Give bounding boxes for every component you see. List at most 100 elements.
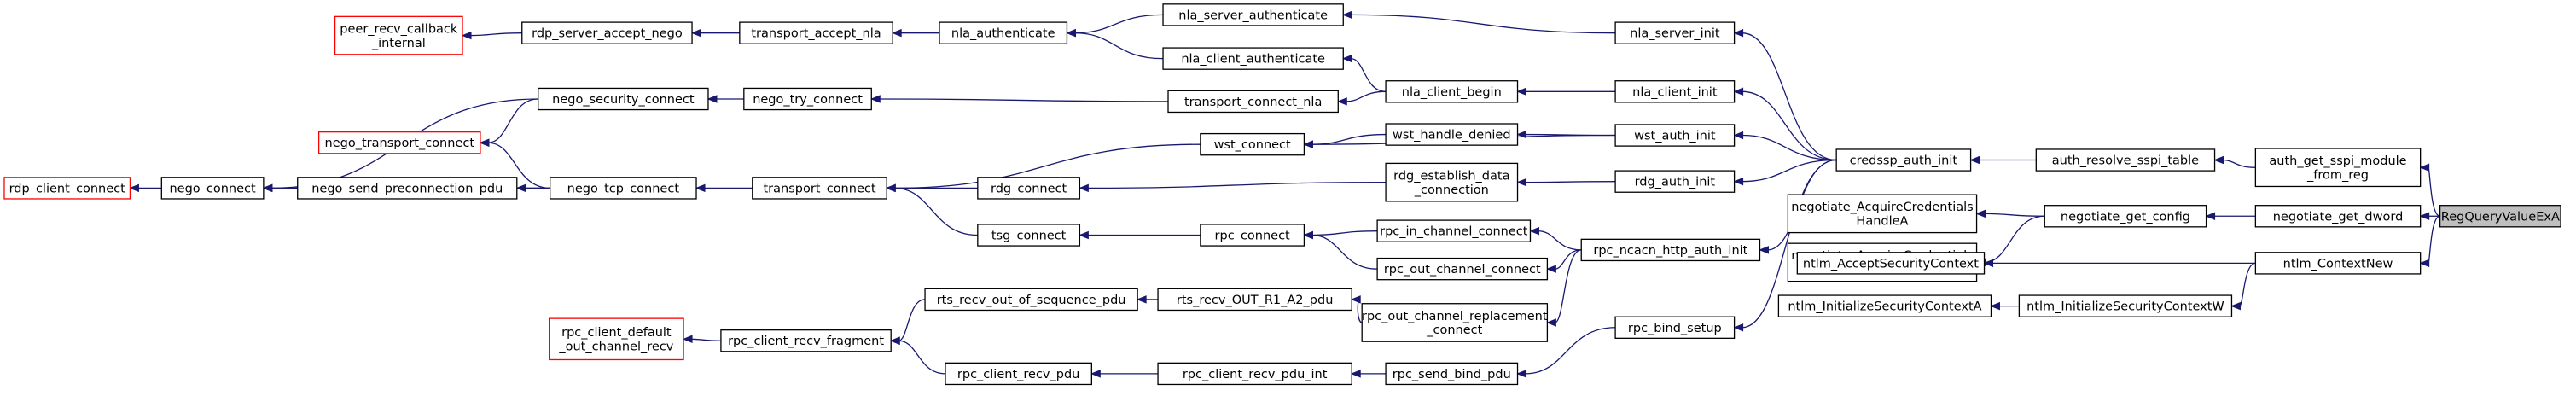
node-box[interactable] bbox=[1167, 90, 1339, 114]
node-box[interactable] bbox=[2254, 205, 2422, 228]
node-box[interactable] bbox=[1361, 303, 1549, 342]
node-transport_connect_nla[interactable]: transport_connect_nla bbox=[1167, 90, 1339, 114]
node-auth_get_sspi_module_from_reg[interactable]: auth_get_sspi_module_from_reg bbox=[2254, 148, 2422, 188]
node-nego_send_preconnection_pdu[interactable]: nego_send_preconnection_pdu bbox=[297, 177, 518, 200]
node-auth_resolve_sspi_table[interactable]: auth_resolve_sspi_table bbox=[2035, 148, 2216, 172]
node-box[interactable] bbox=[1385, 123, 1519, 146]
node-box[interactable] bbox=[2439, 205, 2561, 228]
node-nla_client_begin[interactable]: nla_client_begin bbox=[1385, 80, 1519, 103]
node-box[interactable] bbox=[2254, 252, 2422, 275]
node-box[interactable] bbox=[1376, 219, 1532, 242]
node-nego_tcp_connect[interactable]: nego_tcp_connect bbox=[550, 177, 697, 200]
node-ntlm_ContextNew[interactable]: ntlm_ContextNew bbox=[2254, 252, 2422, 275]
node-box[interactable] bbox=[1385, 362, 1519, 386]
node-box[interactable] bbox=[1580, 238, 1761, 262]
node-nla_client_authenticate[interactable]: nla_client_authenticate bbox=[1162, 47, 1344, 70]
node-wst_connect[interactable]: wst_connect bbox=[1200, 132, 1305, 156]
node-rts_recv_OUT_R1_A2_pdu[interactable]: rts_recv_OUT_R1_A2_pdu bbox=[1157, 288, 1352, 312]
node-box[interactable] bbox=[1835, 148, 1972, 172]
node-rts_recv_out_of_sequence_pdu[interactable]: rts_recv_out_of_sequence_pdu bbox=[924, 288, 1138, 312]
node-box[interactable] bbox=[924, 288, 1138, 312]
node-box[interactable] bbox=[549, 317, 684, 361]
node-credssp_auth_init[interactable]: credssp_auth_init bbox=[1835, 148, 1972, 172]
node-ntlm_AcceptSecurityContext[interactable]: ntlm_AcceptSecurityContext bbox=[1796, 252, 1986, 275]
node-nla_client_init[interactable]: nla_client_init bbox=[1614, 80, 1736, 103]
node-label: HandleA bbox=[1856, 215, 1908, 229]
node-rpc_ncacn_http_auth_init[interactable]: rpc_ncacn_http_auth_init bbox=[1580, 238, 1761, 262]
node-box[interactable] bbox=[1614, 21, 1736, 44]
node-box[interactable] bbox=[1385, 80, 1519, 103]
node-nego_connect[interactable]: nego_connect bbox=[160, 177, 265, 200]
node-box[interactable] bbox=[1162, 3, 1344, 26]
node-box[interactable] bbox=[1385, 162, 1519, 202]
node-negotiate_get_config[interactable]: negotiate_get_config bbox=[2044, 205, 2207, 228]
node-box[interactable] bbox=[160, 177, 265, 200]
node-box[interactable] bbox=[1614, 124, 1736, 147]
node-rdp_server_accept_nego[interactable]: rdp_server_accept_nego bbox=[521, 21, 693, 44]
node-box[interactable] bbox=[939, 21, 1068, 44]
node-transport_connect[interactable]: transport_connect bbox=[752, 177, 887, 200]
node-tsg_connect[interactable]: tsg_connect bbox=[977, 224, 1081, 247]
node-rdg_connect[interactable]: rdg_connect bbox=[977, 177, 1081, 200]
node-negotiate_get_dword[interactable]: negotiate_get_dword bbox=[2254, 205, 2422, 228]
node-box[interactable] bbox=[317, 131, 481, 154]
node-ntlm_InitializeSecurityContextA[interactable]: ntlm_InitializeSecurityContextA bbox=[1777, 294, 1992, 317]
node-rdg_auth_init[interactable]: rdg_auth_init bbox=[1614, 170, 1736, 193]
node-box[interactable] bbox=[1157, 362, 1352, 386]
node-box[interactable] bbox=[1614, 170, 1736, 193]
node-nla_authenticate[interactable]: nla_authenticate bbox=[939, 21, 1068, 44]
node-box[interactable] bbox=[739, 21, 893, 44]
node-rpc_client_recv_fragment[interactable]: rpc_client_recv_fragment bbox=[720, 329, 892, 352]
node-wst_handle_denied[interactable]: wst_handle_denied bbox=[1385, 123, 1519, 146]
node-box[interactable] bbox=[1777, 294, 1992, 317]
node-box[interactable] bbox=[521, 21, 693, 44]
node-box[interactable] bbox=[3, 177, 131, 200]
node-box[interactable] bbox=[1787, 194, 1978, 234]
node-rpc_client_recv_pdu_int[interactable]: rpc_client_recv_pdu_int bbox=[1157, 362, 1352, 386]
node-nla_server_authenticate[interactable]: nla_server_authenticate bbox=[1162, 3, 1344, 26]
node-box[interactable] bbox=[743, 87, 872, 111]
node-rpc_connect[interactable]: rpc_connect bbox=[1200, 224, 1305, 247]
node-box[interactable] bbox=[1157, 288, 1352, 312]
node-rdg_establish_data_connection[interactable]: rdg_establish_data_connection bbox=[1385, 162, 1519, 202]
node-box[interactable] bbox=[550, 177, 697, 200]
node-box[interactable] bbox=[2018, 294, 2233, 317]
node-RegQueryValueExA[interactable]: RegQueryValueExA bbox=[2439, 205, 2561, 228]
node-box[interactable] bbox=[977, 177, 1081, 200]
node-rpc_send_bind_pdu[interactable]: rpc_send_bind_pdu bbox=[1385, 362, 1519, 386]
node-box[interactable] bbox=[977, 224, 1081, 247]
node-nego_try_connect[interactable]: nego_try_connect bbox=[743, 87, 872, 111]
node-box[interactable] bbox=[1162, 47, 1344, 70]
node-rpc_client_default_out_channel_recv[interactable]: rpc_client_default_out_channel_recv bbox=[549, 317, 684, 361]
node-box[interactable] bbox=[334, 15, 463, 55]
node-box[interactable] bbox=[297, 177, 518, 200]
node-nla_server_init[interactable]: nla_server_init bbox=[1614, 21, 1736, 44]
node-box[interactable] bbox=[2035, 148, 2216, 172]
edge-rpc_ncacn_http_auth_init-to-rpc_out_channel_replacement_connect bbox=[1546, 249, 1582, 327]
node-rdp_client_connect[interactable]: rdp_client_connect bbox=[3, 177, 131, 200]
node-box[interactable] bbox=[2044, 205, 2207, 228]
node-rpc_out_channel_replacement_connect[interactable]: rpc_out_channel_replacement_connect bbox=[1361, 303, 1549, 342]
node-box[interactable] bbox=[752, 177, 887, 200]
node-box[interactable] bbox=[1200, 132, 1305, 156]
node-rpc_bind_setup[interactable]: rpc_bind_setup bbox=[1614, 316, 1736, 339]
node-wst_auth_init[interactable]: wst_auth_init bbox=[1614, 124, 1736, 147]
node-nego_security_connect[interactable]: nego_security_connect bbox=[538, 87, 709, 111]
node-transport_accept_nla[interactable]: transport_accept_nla bbox=[739, 21, 893, 44]
node-box[interactable] bbox=[1614, 316, 1736, 339]
node-nego_transport_connect[interactable]: nego_transport_connect bbox=[317, 131, 481, 154]
node-rpc_out_channel_connect[interactable]: rpc_out_channel_connect bbox=[1376, 257, 1549, 281]
node-box[interactable] bbox=[2254, 148, 2422, 188]
node-rpc_client_recv_pdu[interactable]: rpc_client_recv_pdu bbox=[945, 362, 1092, 386]
node-box[interactable] bbox=[945, 362, 1092, 386]
node-box[interactable] bbox=[538, 87, 709, 111]
node-box[interactable] bbox=[1796, 252, 1986, 275]
node-box[interactable] bbox=[720, 329, 892, 352]
node-box[interactable] bbox=[1376, 257, 1549, 281]
node-ntlm_InitializeSecurityContextW[interactable]: ntlm_InitializeSecurityContextW bbox=[2018, 294, 2233, 317]
node-peer_recv_callback_internal[interactable]: peer_recv_callback_internal bbox=[334, 15, 463, 55]
node-box[interactable] bbox=[1614, 80, 1736, 103]
node-rpc_in_channel_connect[interactable]: rpc_in_channel_connect bbox=[1376, 219, 1532, 242]
node-box[interactable] bbox=[1200, 224, 1305, 247]
